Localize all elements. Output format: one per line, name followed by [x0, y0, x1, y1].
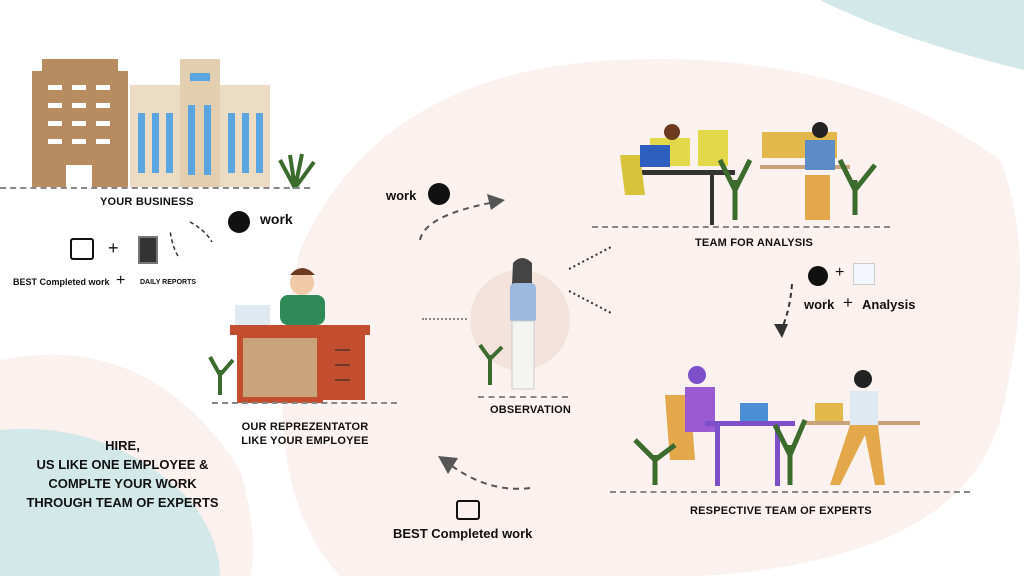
analysis-magnifier-icon	[853, 263, 875, 285]
ground-line	[212, 402, 397, 404]
briefcase-icon	[428, 183, 450, 205]
experts-team-illustration	[633, 366, 920, 486]
plus-sign: +	[843, 293, 853, 312]
work-label: work	[260, 211, 293, 227]
ground-line	[478, 396, 568, 398]
analysis-team-illustration	[620, 122, 877, 225]
daily-reports-label: DAILY REPORTS	[140, 279, 197, 286]
business-label: YOUR BUSINESS	[100, 196, 194, 208]
flow-arrow	[774, 283, 793, 338]
ground-line	[610, 491, 970, 493]
briefcase-icon	[228, 211, 250, 233]
best-completed-label: BEST Completed work	[393, 526, 533, 541]
observer-illustration	[478, 258, 536, 390]
observation-label: OBSERVATION	[490, 404, 572, 416]
business-buildings-illustration	[32, 59, 270, 187]
plus-sign: +	[116, 272, 126, 289]
dotted-connector	[422, 318, 467, 320]
experts-team-label: RESPECTIVE TEAM OF EXPERTS	[690, 505, 872, 517]
flow-arrows	[169, 221, 213, 257]
work-label: work	[804, 297, 835, 312]
representative-illustration	[208, 268, 370, 403]
plus-sign: +	[108, 238, 119, 258]
plant-icon	[278, 153, 316, 190]
best-completed-label: BEST Completed work	[13, 277, 110, 287]
work-label: work	[386, 188, 417, 203]
dotted-connectors	[568, 246, 612, 314]
ground-line	[0, 187, 310, 189]
analysis-label: Analysis	[862, 297, 916, 312]
tagline: HIRE,US LIKE ONE EMPLOYEE &COMPLTE YOUR …	[26, 438, 219, 510]
briefcase-icon	[70, 238, 94, 260]
plus-sign: +	[835, 264, 845, 281]
briefcase-icon	[456, 500, 480, 520]
flow-arrow	[419, 194, 505, 241]
ground-line	[592, 226, 890, 228]
briefcase-icon	[808, 266, 828, 286]
flow-arrow	[438, 456, 531, 490]
analysis-team-label: TEAM FOR ANALYSIS	[695, 237, 814, 249]
report-icon	[138, 236, 158, 264]
